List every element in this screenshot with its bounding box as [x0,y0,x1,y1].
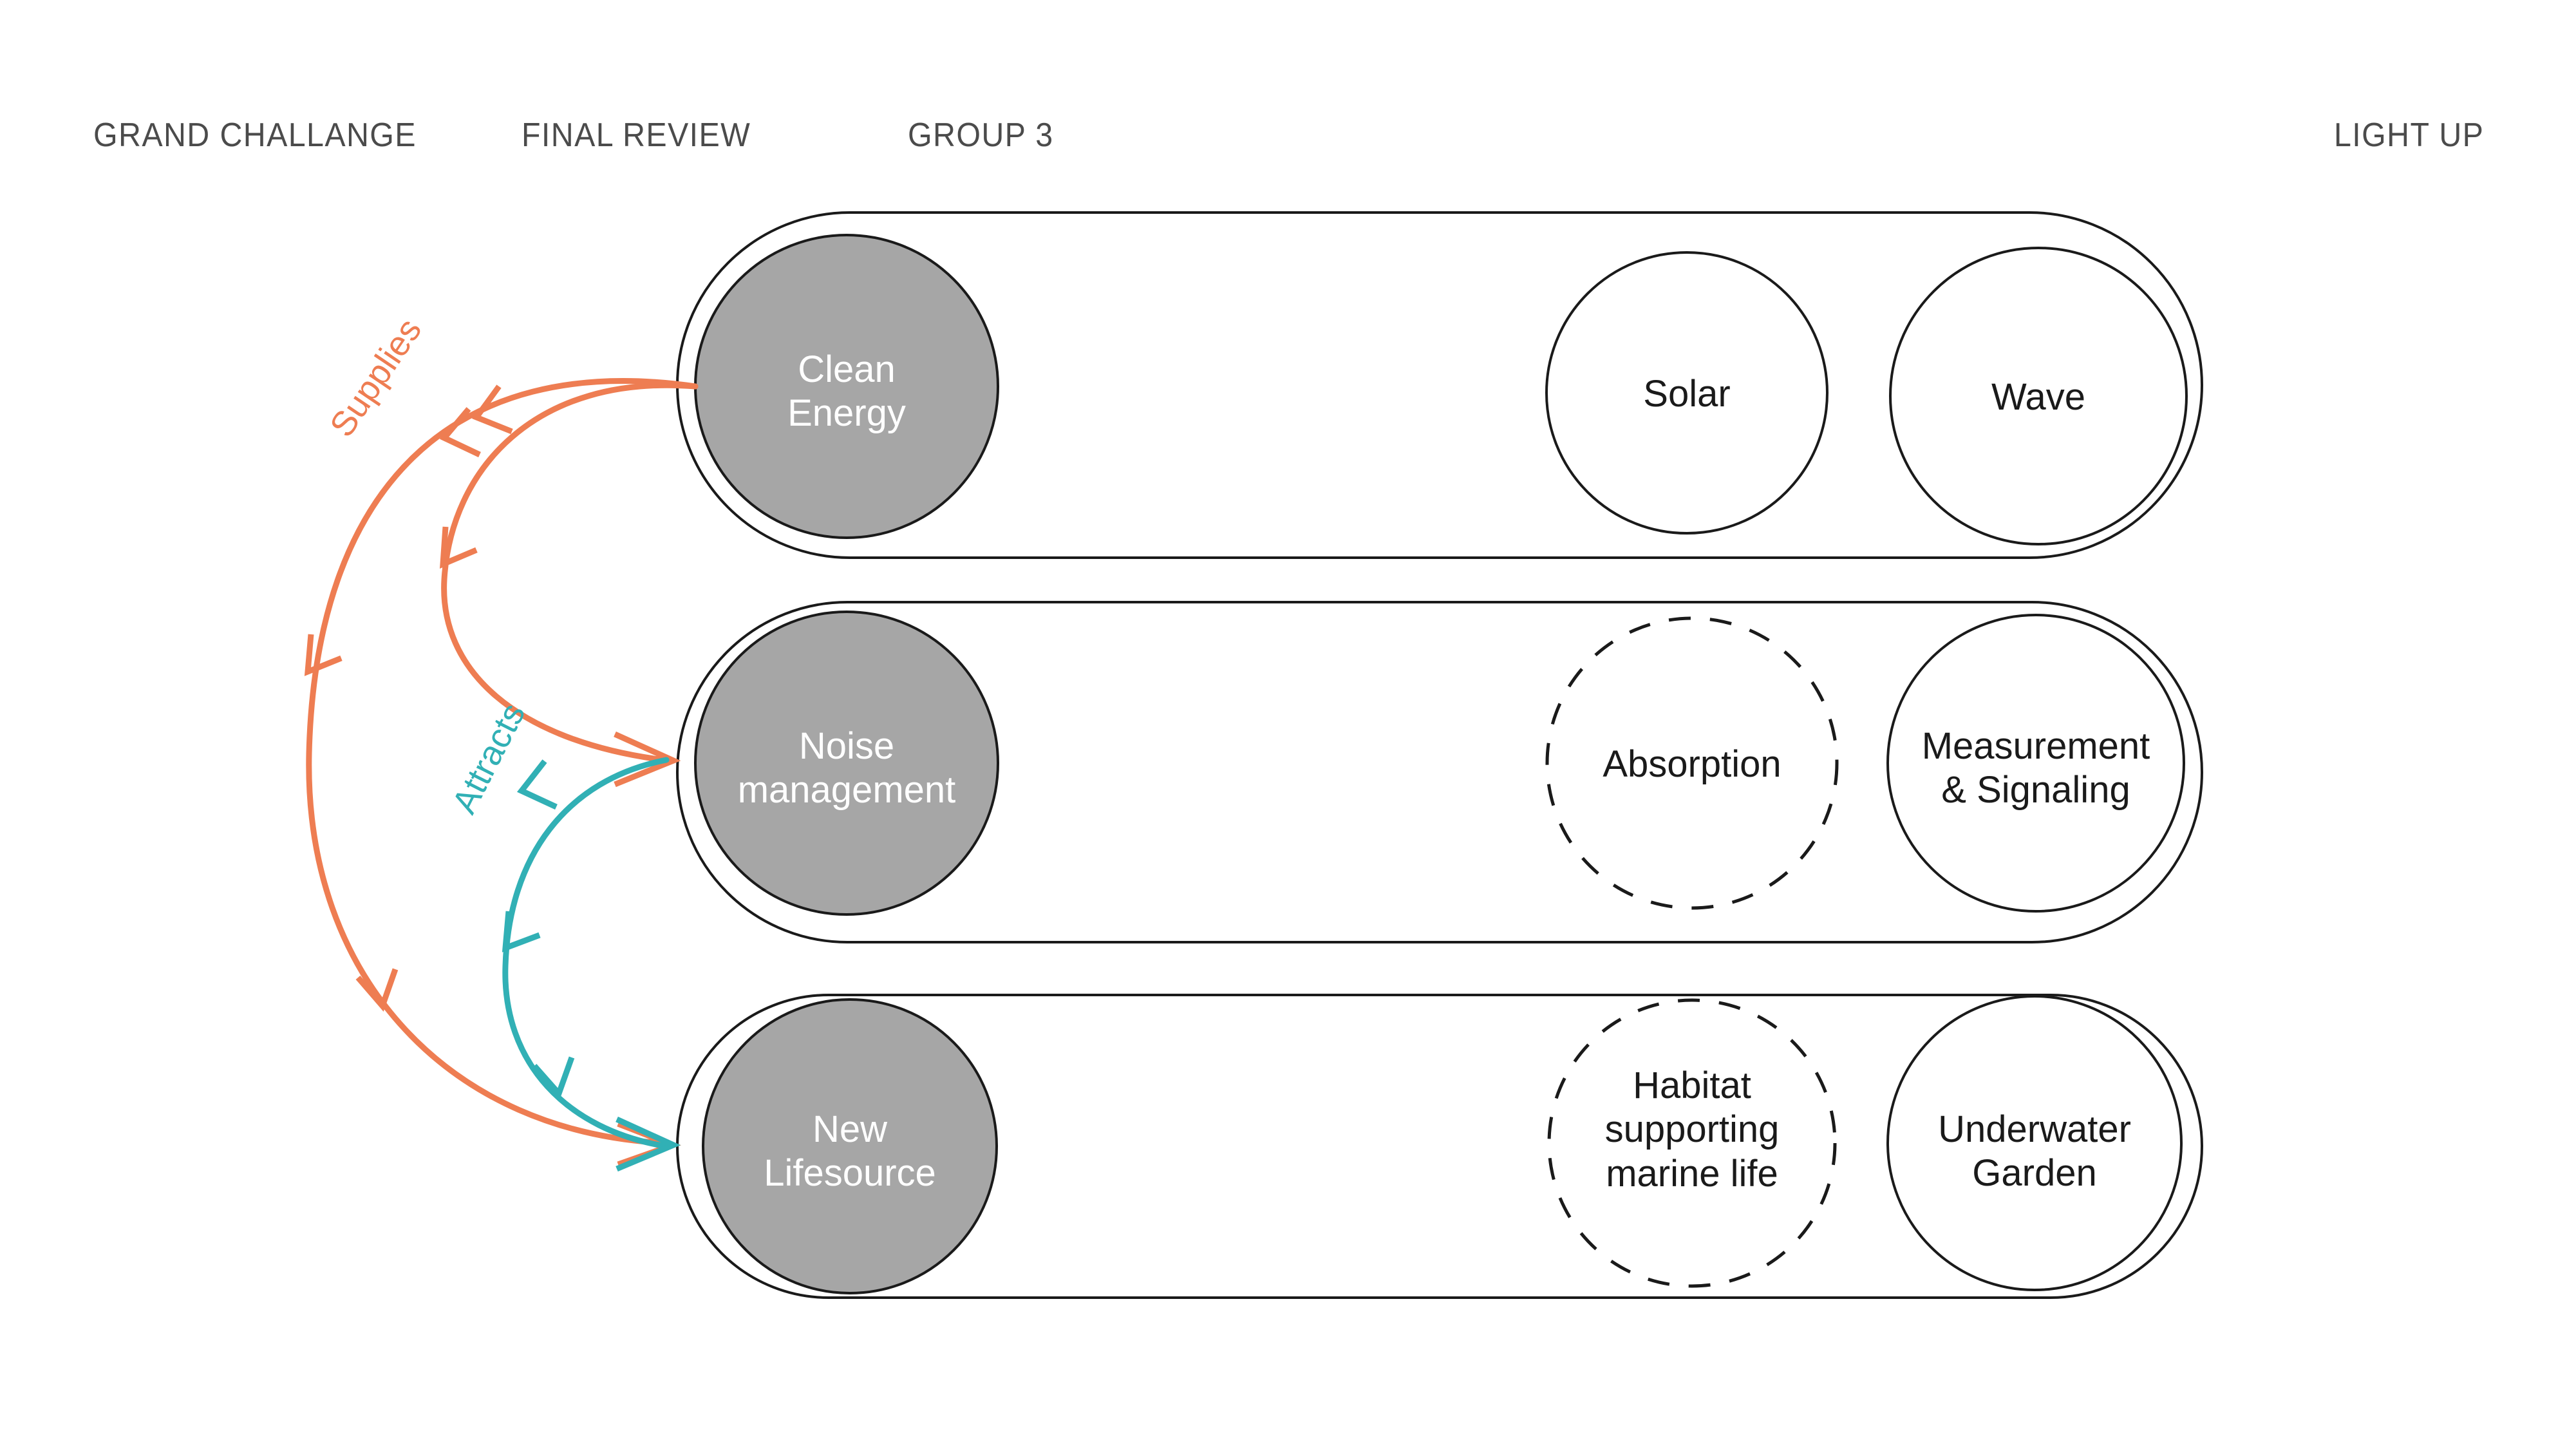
edge-supplies-inner [441,382,699,763]
header-project-title: LIGHT UP [2334,117,2485,154]
header-final-review: FINAL REVIEW [522,117,751,154]
node-wave[interactable] [1889,247,2188,545]
node-absorption[interactable] [1545,616,1839,910]
node-noise-management[interactable] [694,611,999,916]
node-clean-energy[interactable] [694,234,999,539]
capsule-noise-management [676,601,2203,943]
edge-arrow-into-noise [614,731,681,788]
edge-attracts-arrowheads [502,759,575,1099]
node-measurement-signaling[interactable] [1886,614,2185,913]
node-underwater-garden[interactable] [1886,995,2183,1291]
edge-supplies-outer [306,378,699,1146]
header-grand-challenge: GRAND CHALLANGE [93,117,417,154]
node-habitat-marine-life[interactable] [1547,998,1837,1288]
node-new-lifesource[interactable] [702,998,998,1294]
edge-supplies-inner-arrowheads [440,384,513,569]
edge-supplies-outer-arrowheads [304,407,481,1012]
header-group-number: GROUP 3 [908,117,1054,154]
edge-attracts [502,757,670,1150]
edge-arrow-into-lifesource-teal [616,1116,681,1172]
node-solar[interactable] [1545,251,1829,535]
